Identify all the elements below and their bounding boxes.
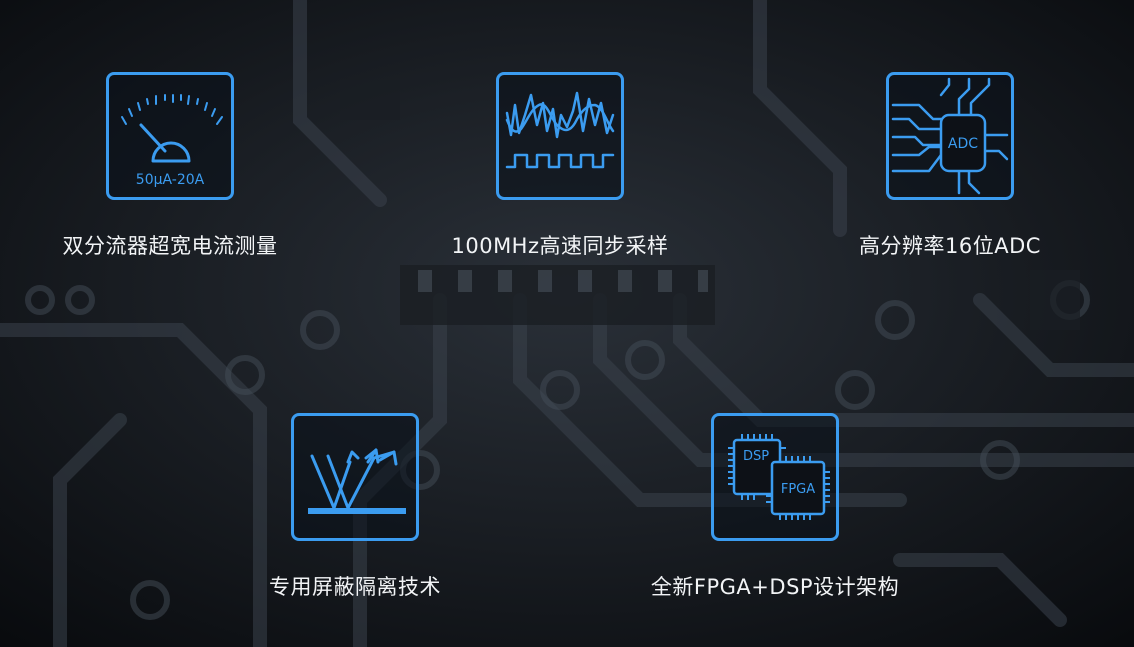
fpga-dsp-chips-icon: DSP FPGA (711, 413, 839, 541)
fpga-chip-label: FPGA (781, 482, 815, 497)
feature-caption: 高分辨率16位ADC (859, 234, 1041, 258)
gauge-range-label: 50μA-20A (136, 172, 205, 188)
feature-high-speed-sampling: 100MHz高速同步采样 (410, 72, 710, 260)
adc-chip-label: ADC (948, 136, 978, 152)
waveform-sampling-icon (496, 72, 624, 200)
feature-caption: 专用屏蔽隔离技术 (269, 575, 441, 599)
dsp-chip-label: DSP (743, 449, 769, 464)
feature-current-measurement: 50μA-20A 双分流器超宽电流测量 (20, 72, 320, 260)
adc-chip-icon: ADC (886, 72, 1014, 200)
ammeter-gauge-icon: 50μA-20A (106, 72, 234, 200)
feature-caption: 双分流器超宽电流测量 (62, 234, 278, 258)
feature-caption: 100MHz高速同步采样 (451, 234, 669, 258)
feature-16bit-adc: ADC 高分辨率16位ADC (800, 72, 1100, 260)
feature-caption: 全新FPGA+DSP设计架构 (650, 575, 900, 599)
feature-shielding-isolation: 专用屏蔽隔离技术 (205, 413, 505, 601)
shielding-reflection-icon (291, 413, 419, 541)
feature-fpga-dsp-architecture: DSP FPGA 全新FPGA+DSP设计架构 (625, 413, 925, 601)
